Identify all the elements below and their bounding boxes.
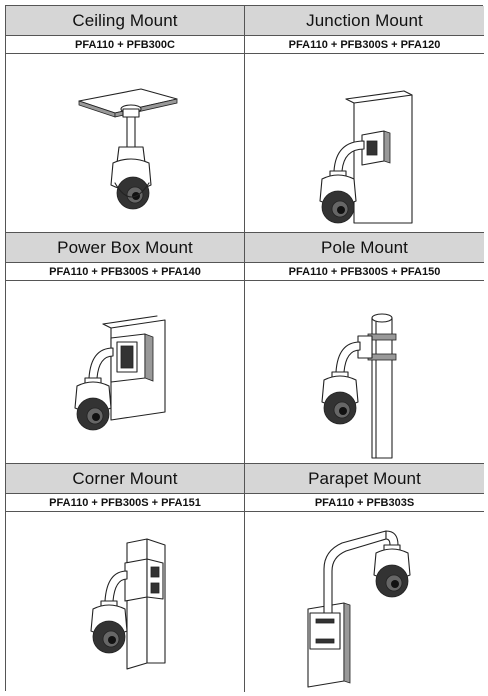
ceiling-mount-code: PFA110 + PFB300C <box>6 36 245 54</box>
mount-options-table: Ceiling Mount Junction Mount PFA110 + PF… <box>5 5 484 692</box>
corner-mount-code: PFA110 + PFB300S + PFA151 <box>6 494 245 512</box>
power-box-mount-illustration <box>6 281 245 464</box>
junction-mount-illustration <box>245 54 484 233</box>
pole-mount-title: Pole Mount <box>245 233 484 263</box>
parapet-mount-title: Parapet Mount <box>245 464 484 494</box>
parapet-mount-code: PFA110 + PFB303S <box>245 494 484 512</box>
corner-mount-title: Corner Mount <box>6 464 245 494</box>
corner-mount-illustration <box>6 512 245 692</box>
ceiling-mount-title: Ceiling Mount <box>6 6 245 36</box>
junction-mount-code: PFA110 + PFB300S + PFA120 <box>245 36 484 54</box>
junction-mount-title: Junction Mount <box>245 6 484 36</box>
parapet-mount-illustration <box>245 512 484 692</box>
pole-mount-code: PFA110 + PFB300S + PFA150 <box>245 263 484 281</box>
ceiling-mount-illustration <box>6 54 245 233</box>
power-box-mount-title: Power Box Mount <box>6 233 245 263</box>
power-box-mount-code: PFA110 + PFB300S + PFA140 <box>6 263 245 281</box>
pole-mount-illustration <box>245 281 484 464</box>
